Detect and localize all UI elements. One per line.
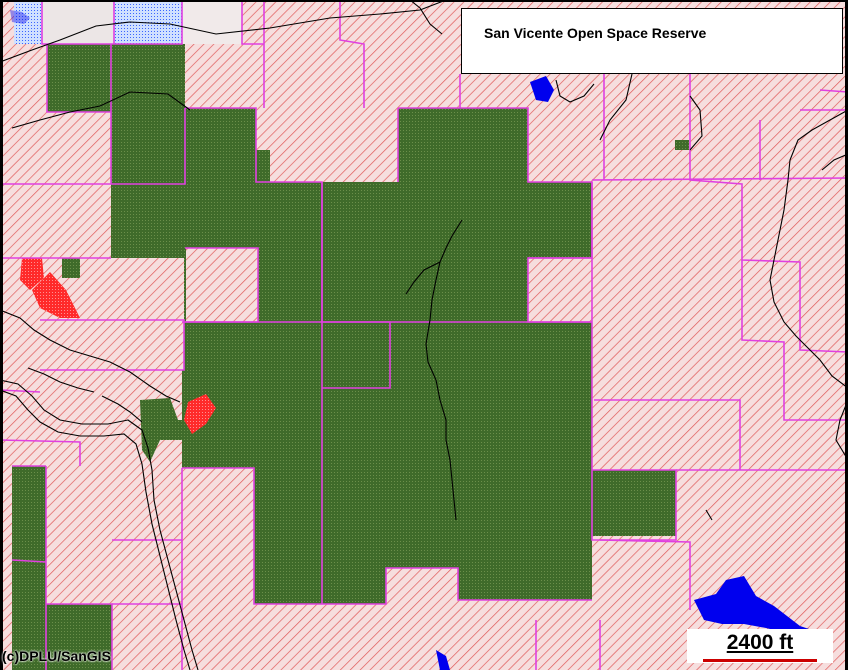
map-title: San Vicente Open Space Reserve (484, 25, 707, 41)
scale-bar-icon (703, 659, 817, 662)
water-body[interactable] (436, 650, 450, 670)
map-title-box: San Vicente Open Space Reserve (461, 8, 843, 74)
map-frame-left (0, 0, 3, 670)
preserve-parcel[interactable] (111, 108, 676, 604)
preserve-parcel[interactable] (140, 398, 178, 462)
scale-label: 2400 ft (726, 631, 794, 654)
preserve-parcel[interactable] (62, 258, 80, 278)
gray-parcel (182, 0, 242, 44)
blue-dotted-parcel[interactable] (114, 0, 182, 44)
private-inholding (40, 320, 184, 370)
copyright-label: (c)DPLU/SanGIS (2, 648, 111, 664)
hatched-inset (186, 248, 258, 322)
water-body[interactable] (694, 576, 812, 640)
gray-parcel (42, 0, 114, 44)
map-frame-top (0, 0, 848, 2)
water-body[interactable] (530, 76, 554, 102)
preserve-parcels[interactable] (12, 44, 689, 670)
preserve-parcel[interactable] (111, 44, 185, 184)
scale-box: 2400 ft (687, 629, 833, 663)
preserve-parcel[interactable] (47, 44, 111, 112)
water-body[interactable] (10, 10, 30, 24)
developed-area[interactable] (20, 258, 44, 290)
blue-dotted-parcel[interactable] (14, 0, 42, 44)
preserve-parcel[interactable] (46, 604, 112, 670)
developed-area[interactable] (184, 394, 216, 434)
developed-area[interactable] (32, 272, 80, 318)
hatched-inset (322, 322, 390, 388)
map-frame-right (845, 0, 848, 670)
preserve-parcel[interactable] (12, 466, 46, 670)
private-inholding (386, 568, 458, 604)
preserve-parcel[interactable] (675, 140, 689, 150)
